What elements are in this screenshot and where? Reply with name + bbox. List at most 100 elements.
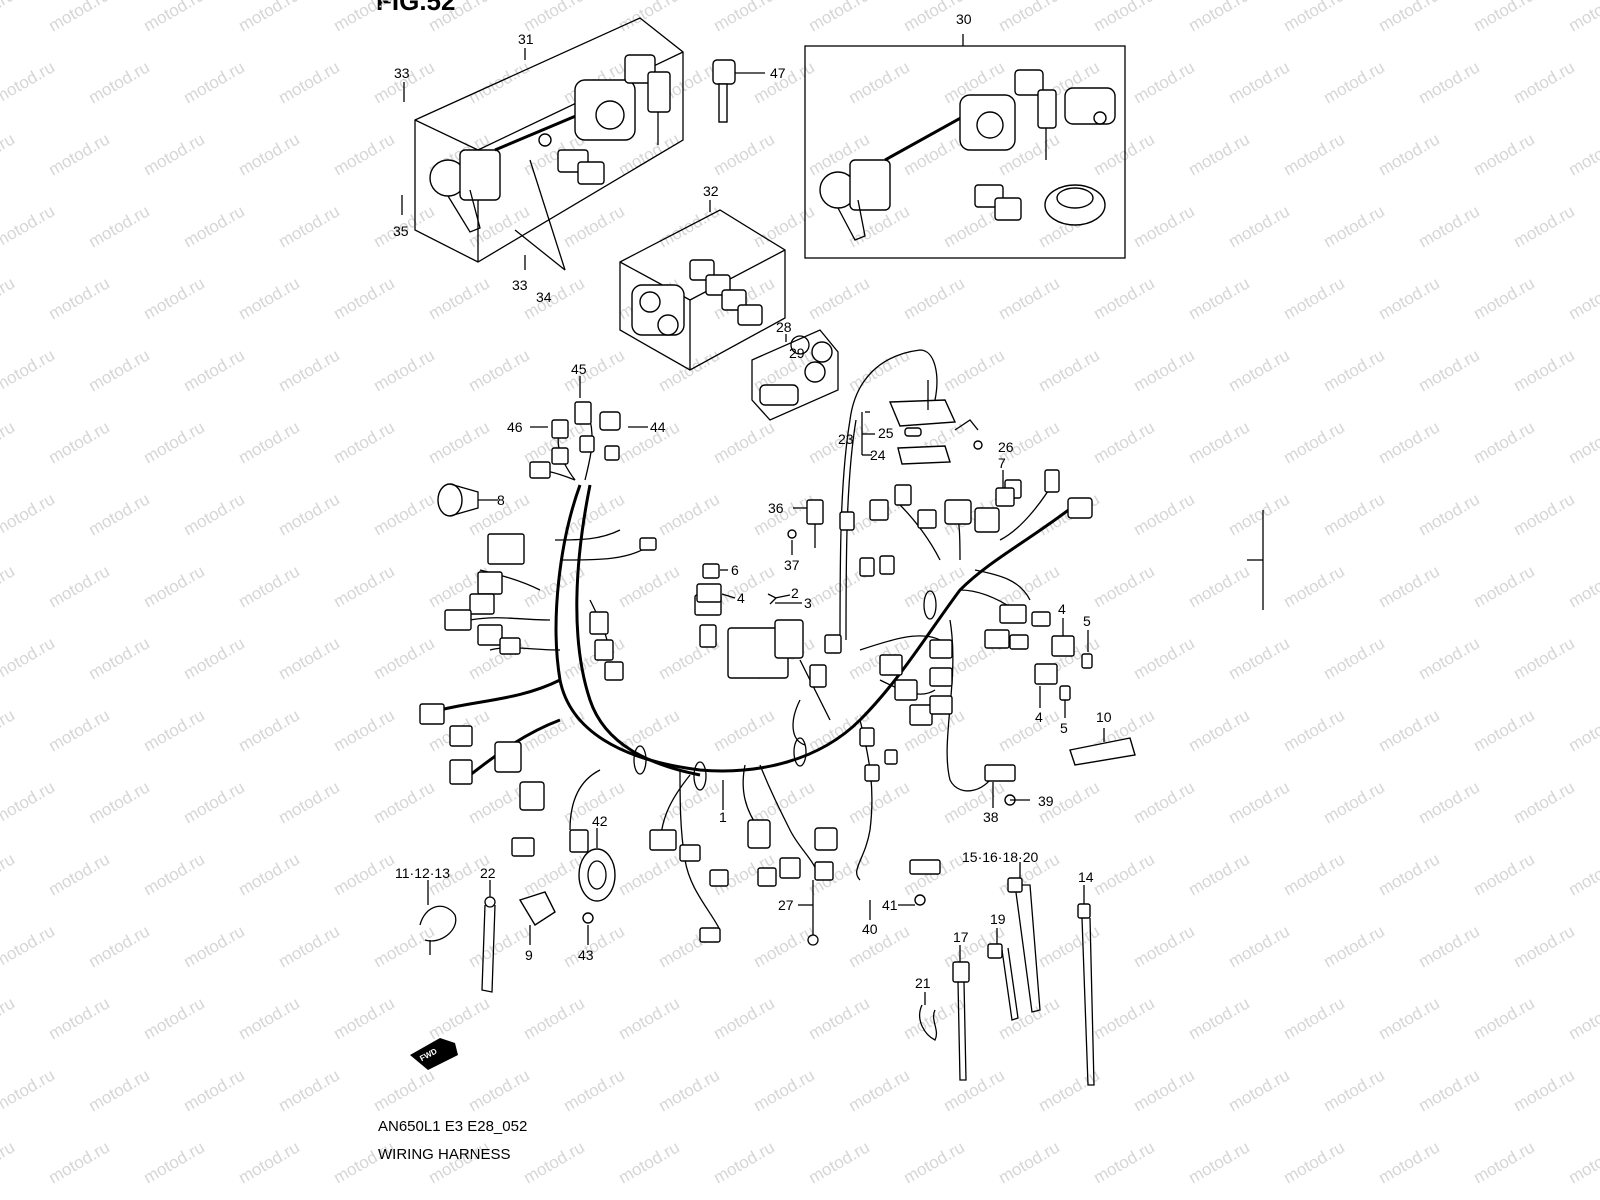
callout-40: 40 [862, 921, 878, 937]
leader-lines [401, 48, 1105, 1005]
watermark-text: motod.ru [85, 633, 153, 683]
watermark-text: motod.ru [1415, 57, 1483, 107]
watermark-text: motod.ru [615, 561, 683, 611]
watermark-text: motod.ru [1130, 201, 1198, 251]
watermark-text: motod.ru [1470, 417, 1538, 467]
watermark-text: motod.ru [0, 921, 58, 971]
callout-23: 23 [838, 431, 854, 447]
watermark-text: motod.ru [750, 1065, 818, 1115]
watermark-text: motod.ru [1510, 777, 1578, 827]
watermark-text: motod.ru [520, 273, 588, 323]
watermark-text: motod.ru [900, 1137, 968, 1187]
watermark-text: motod.ru [140, 705, 208, 755]
callout-46: 46 [507, 419, 523, 435]
watermark-text: motod.ru [330, 561, 398, 611]
watermark-text: motod.ru [1280, 417, 1348, 467]
watermark-text: motod.ru [1375, 705, 1443, 755]
watermark-text: motod.ru [140, 273, 208, 323]
watermark-text: motod.ru [520, 705, 588, 755]
watermark-text: motod.ru [275, 921, 343, 971]
watermark-text: motod.ru [1510, 1065, 1578, 1115]
watermark-text: motod.ru [1320, 345, 1388, 395]
watermark-text: motod.ru [1415, 921, 1483, 971]
callout-41: 41 [882, 897, 898, 913]
watermark-text: motod.ru [1280, 129, 1348, 179]
watermark-text: motod.ru [710, 705, 778, 755]
watermark-text: motod.ru [45, 561, 113, 611]
watermark-text: motod.ru [180, 1065, 248, 1115]
watermark-text: motod.ru [1280, 561, 1348, 611]
connectors [419, 401, 1093, 943]
watermark-text: motod.ru [1225, 921, 1293, 971]
callout-36: 36 [768, 500, 784, 516]
callout-35: 35 [393, 223, 409, 239]
callout-31: 31 [518, 31, 534, 47]
watermark-text: motod.ru [330, 993, 398, 1043]
watermark-text: motod.ru [45, 993, 113, 1043]
callout-33-top: 33 [394, 65, 410, 81]
watermark-text: motod.ru [1565, 129, 1600, 179]
watermark-text: motod.ru [0, 849, 18, 899]
watermark-text: motod.ru [1375, 849, 1443, 899]
watermark-text: motod.ru [1320, 633, 1388, 683]
watermark-text: motod.ru [655, 345, 723, 395]
callout-22: 22 [480, 865, 496, 881]
watermark-text: motod.ru [140, 849, 208, 899]
watermark-text: motod.ru [900, 273, 968, 323]
watermark-text: motod.ru [1470, 0, 1538, 35]
watermark-text: motod.ru [85, 777, 153, 827]
watermark-text: motod.ru [1565, 705, 1600, 755]
watermark-text: motod.ru [275, 201, 343, 251]
watermark-text: motod.ru [615, 849, 683, 899]
watermark-text: motod.ru [845, 777, 913, 827]
callout-5-right-top: 5 [1083, 613, 1091, 629]
watermark-text: motod.ru [180, 345, 248, 395]
watermark-text: motod.ru [1225, 57, 1293, 107]
callout-5-right-bottom: 5 [1060, 720, 1068, 736]
watermark-text: motod.ru [750, 921, 818, 971]
watermark-text: motod.ru [425, 273, 493, 323]
watermark-text: motod.ru [1375, 0, 1443, 35]
watermark-text: motod.ru [560, 1065, 628, 1115]
watermark-text: motod.ru [1565, 417, 1600, 467]
watermark-text: motod.ru [0, 777, 58, 827]
watermark-text: motod.ru [140, 417, 208, 467]
small-parts [410, 335, 1264, 1086]
watermark-text: motod.ru [1565, 993, 1600, 1043]
callout-38: 38 [983, 809, 999, 825]
watermark-text: motod.ru [615, 993, 683, 1043]
watermark-text: motod.ru [45, 0, 113, 35]
watermark-text: motod.ru [1280, 849, 1348, 899]
watermark-text: motod.ru [1130, 777, 1198, 827]
watermark-text: motod.ru [45, 417, 113, 467]
watermark-text: motod.ru [900, 561, 968, 611]
watermark-text: motod.ru [1510, 489, 1578, 539]
watermark-text: motod.ru [1375, 417, 1443, 467]
watermark-text: motod.ru [995, 705, 1063, 755]
lock-set-box-31 [414, 17, 684, 271]
callout-25: 25 [878, 425, 894, 441]
watermark-text: motod.ru [1185, 273, 1253, 323]
model-code: AN650L1 E3 E28_052 [378, 1118, 528, 1135]
watermark-text: motod.ru [370, 921, 438, 971]
watermark-text: motod.ru [1090, 993, 1158, 1043]
watermark-text: motod.ru [370, 345, 438, 395]
callout-7: 7 [998, 455, 1006, 471]
watermark-text: motod.ru [1470, 561, 1538, 611]
watermark-text: motod.ru [1510, 57, 1578, 107]
watermark-text: motod.ru [0, 345, 58, 395]
watermark-text: motod.ru [1225, 777, 1293, 827]
watermark-text: motod.ru [370, 489, 438, 539]
watermark-text: motod.ru [180, 777, 248, 827]
watermark-text: motod.ru [1375, 129, 1443, 179]
callout-44: 44 [650, 419, 666, 435]
watermark-text: motod.ru [1090, 0, 1158, 35]
callout-4-right-top: 4 [1058, 601, 1066, 617]
watermark-text: motod.ru [1090, 417, 1158, 467]
watermark-text: motod.ru [1565, 1137, 1600, 1187]
watermark-text: motod.ru [995, 993, 1063, 1043]
watermark-text: motod.ru [370, 1065, 438, 1115]
callout-4-right-bottom: 4 [1035, 709, 1043, 725]
watermark-text: motod.ru [710, 0, 778, 35]
